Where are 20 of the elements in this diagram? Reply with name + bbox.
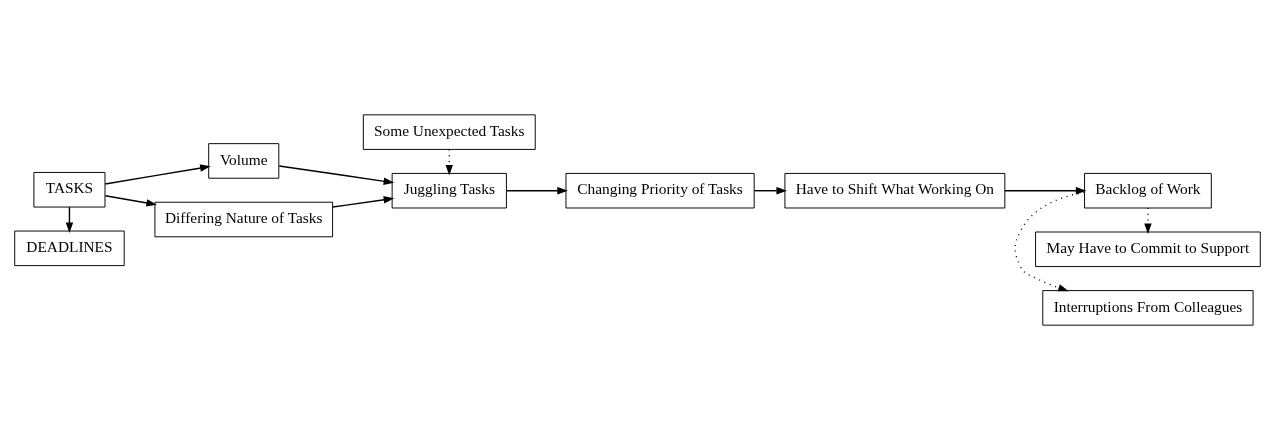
node-box: Changing Priority of Tasks bbox=[565, 172, 755, 208]
arrow bbox=[505, 186, 568, 194]
node-box: Volume bbox=[208, 142, 280, 179]
arrow bbox=[1144, 206, 1152, 234]
arrow bbox=[332, 195, 395, 208]
node-box: Interruptions From Colleagues bbox=[1042, 289, 1254, 326]
arrow bbox=[104, 194, 157, 207]
arrow bbox=[1014, 191, 1086, 291]
node-box: Differing Nature of Tasks bbox=[154, 201, 334, 237]
node-box: Some Unexpected Tasks bbox=[362, 113, 536, 150]
node-box: May Have to Commit to Support bbox=[1035, 231, 1261, 267]
node-box: Have to Shift What Working On bbox=[784, 172, 1006, 208]
node-box: Backlog of Work bbox=[1084, 172, 1212, 208]
arrow bbox=[753, 186, 787, 194]
arrow bbox=[1004, 186, 1087, 194]
node-box: Juggling Tasks bbox=[391, 172, 507, 208]
node-box: DEADLINES bbox=[14, 230, 125, 266]
arrow bbox=[278, 164, 395, 185]
node-box: TASKS bbox=[33, 171, 106, 207]
arrow bbox=[104, 163, 211, 185]
